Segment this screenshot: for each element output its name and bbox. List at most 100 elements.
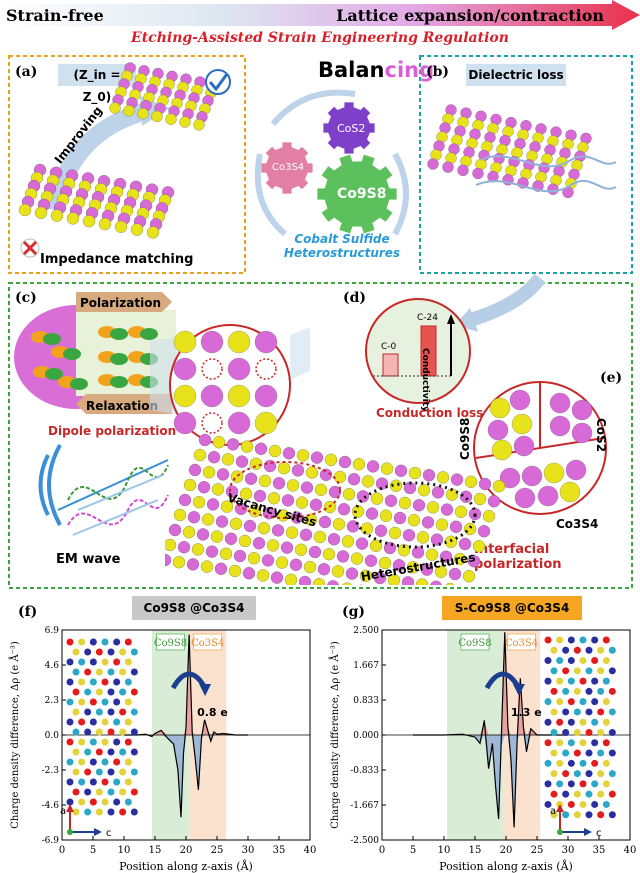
atom [602,739,610,747]
atom [313,530,327,544]
atom [277,462,291,475]
y-axis-label: Charge density difference, Δρ (e Å⁻³) [9,641,21,829]
x-tick-label: 5 [410,845,416,856]
atom [567,759,575,767]
atom [602,677,610,685]
atom [173,384,197,408]
atom [327,533,341,546]
transfer-arrow [170,671,208,690]
atom [114,220,128,233]
atom [337,503,351,516]
atom [240,440,254,453]
atom [113,698,121,706]
atom [72,648,80,656]
atom [272,477,286,490]
atom [101,738,109,746]
atom [193,448,207,462]
dipole-pos [63,348,81,360]
atom [556,698,564,706]
panel-d-tag: (d) [343,290,367,306]
atom [119,668,127,676]
atom [66,758,74,766]
atom [186,558,200,571]
atom [130,708,138,716]
em-wave-label: EM wave [56,552,121,567]
atom [387,574,401,585]
atom [235,455,249,468]
x-tick-label: 20 [500,845,513,856]
atom [544,718,552,726]
atom [228,564,242,578]
atom [567,657,575,665]
dipole-illustration [14,292,176,414]
atom [266,539,280,552]
atom [573,790,581,798]
atom [276,509,290,522]
atom [458,537,472,551]
atom [309,498,323,511]
atom [84,768,92,776]
atom [573,749,581,757]
crystal-structure [66,638,138,816]
atom [72,708,80,716]
atom [179,116,191,128]
atom [359,569,373,582]
atom [183,478,197,492]
atom [556,739,564,747]
caption-line1: Cobalt Sulfide [294,232,390,246]
region-label-box [193,633,223,651]
atom [119,808,127,816]
atom [550,790,558,798]
gears-illustration [254,89,409,237]
atom [556,800,564,808]
charge-transfer-label: 1.3 e [511,706,542,719]
atom [585,749,593,757]
atom [412,499,426,512]
atom [113,658,121,666]
x-tick-label: 40 [304,845,317,856]
dipole-pos [45,368,63,380]
atom [124,638,132,646]
atom [571,422,593,444]
atom [66,212,80,225]
atom [254,442,268,455]
atom [284,573,298,585]
atom [242,567,256,580]
atom [567,739,575,747]
atom [585,811,593,819]
atom [130,808,138,816]
atom [397,544,411,557]
atom [196,528,210,541]
atom [201,513,215,526]
gear-cos2-label: CoS2 [337,122,366,135]
y-tick-label: -2.3 [42,766,60,776]
atom [602,759,610,767]
atom [95,648,103,656]
atom [608,646,616,654]
transfer-arrow-head [512,684,525,696]
atom [562,811,570,819]
atom [415,578,429,585]
atom [82,215,96,228]
atom [571,399,593,421]
atom [514,487,536,509]
atom [342,488,356,501]
atom [254,411,278,435]
atom [124,678,132,686]
atom [229,517,243,530]
atom [597,646,605,654]
atom [207,451,221,464]
atom [562,687,570,695]
y-tick-label: 2.500 [353,626,379,636]
atom [394,464,408,477]
atom [89,798,97,806]
axis-a-label: a [60,806,66,817]
atom [608,667,616,675]
atom [193,119,205,131]
x-tick-label: 40 [624,845,637,856]
atom [550,708,558,716]
atom [252,537,266,550]
atom [450,473,464,486]
atom [472,540,486,553]
atom [544,780,552,788]
